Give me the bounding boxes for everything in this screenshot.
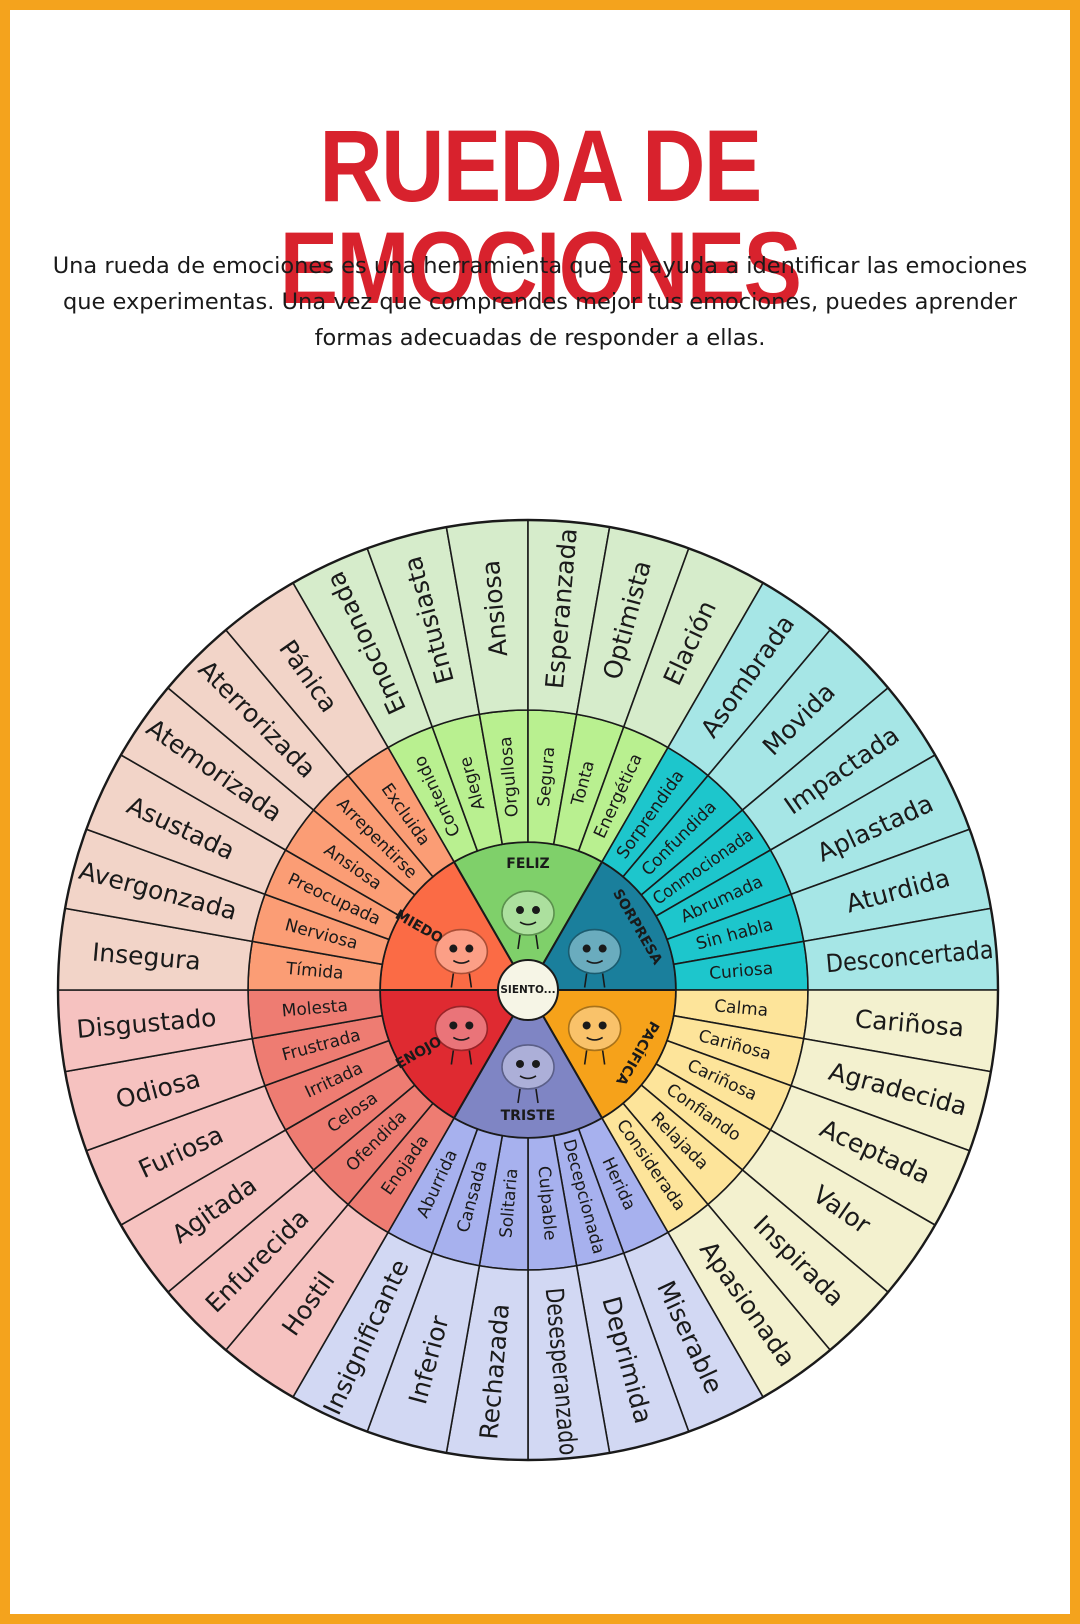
emotion-wheel: ContenidoEmocionadaAlegreEntusiastaOrgul… xyxy=(56,518,1000,1462)
intro-paragraph: Una rueda de emociones es una herramient… xyxy=(52,253,1028,351)
wheel-sectors xyxy=(56,518,1000,1462)
brain-mascot-icon xyxy=(567,928,622,988)
mid-label-pacifica: Calma xyxy=(713,996,769,1021)
wheel-outline xyxy=(56,518,1000,1462)
core-label-triste: TRISTE xyxy=(501,1108,556,1124)
brain-mascot-icon xyxy=(501,1044,555,1104)
page-title: RUEDA DE EMOCIONES xyxy=(279,109,802,325)
brain-mascot-icon xyxy=(434,1005,489,1065)
center-label: SIENTO... xyxy=(500,984,555,996)
brain-mascot-icon xyxy=(567,1005,622,1065)
wheel-core: SIENTO... xyxy=(434,890,622,1104)
brain-mascot-icon xyxy=(434,928,489,988)
core-label-feliz: FELIZ xyxy=(506,856,549,872)
poster-frame: RUEDA DE EMOCIONES Una rueda de emocione… xyxy=(10,10,1070,1614)
center-hub xyxy=(497,959,559,1021)
brain-mascot-icon xyxy=(501,890,555,950)
